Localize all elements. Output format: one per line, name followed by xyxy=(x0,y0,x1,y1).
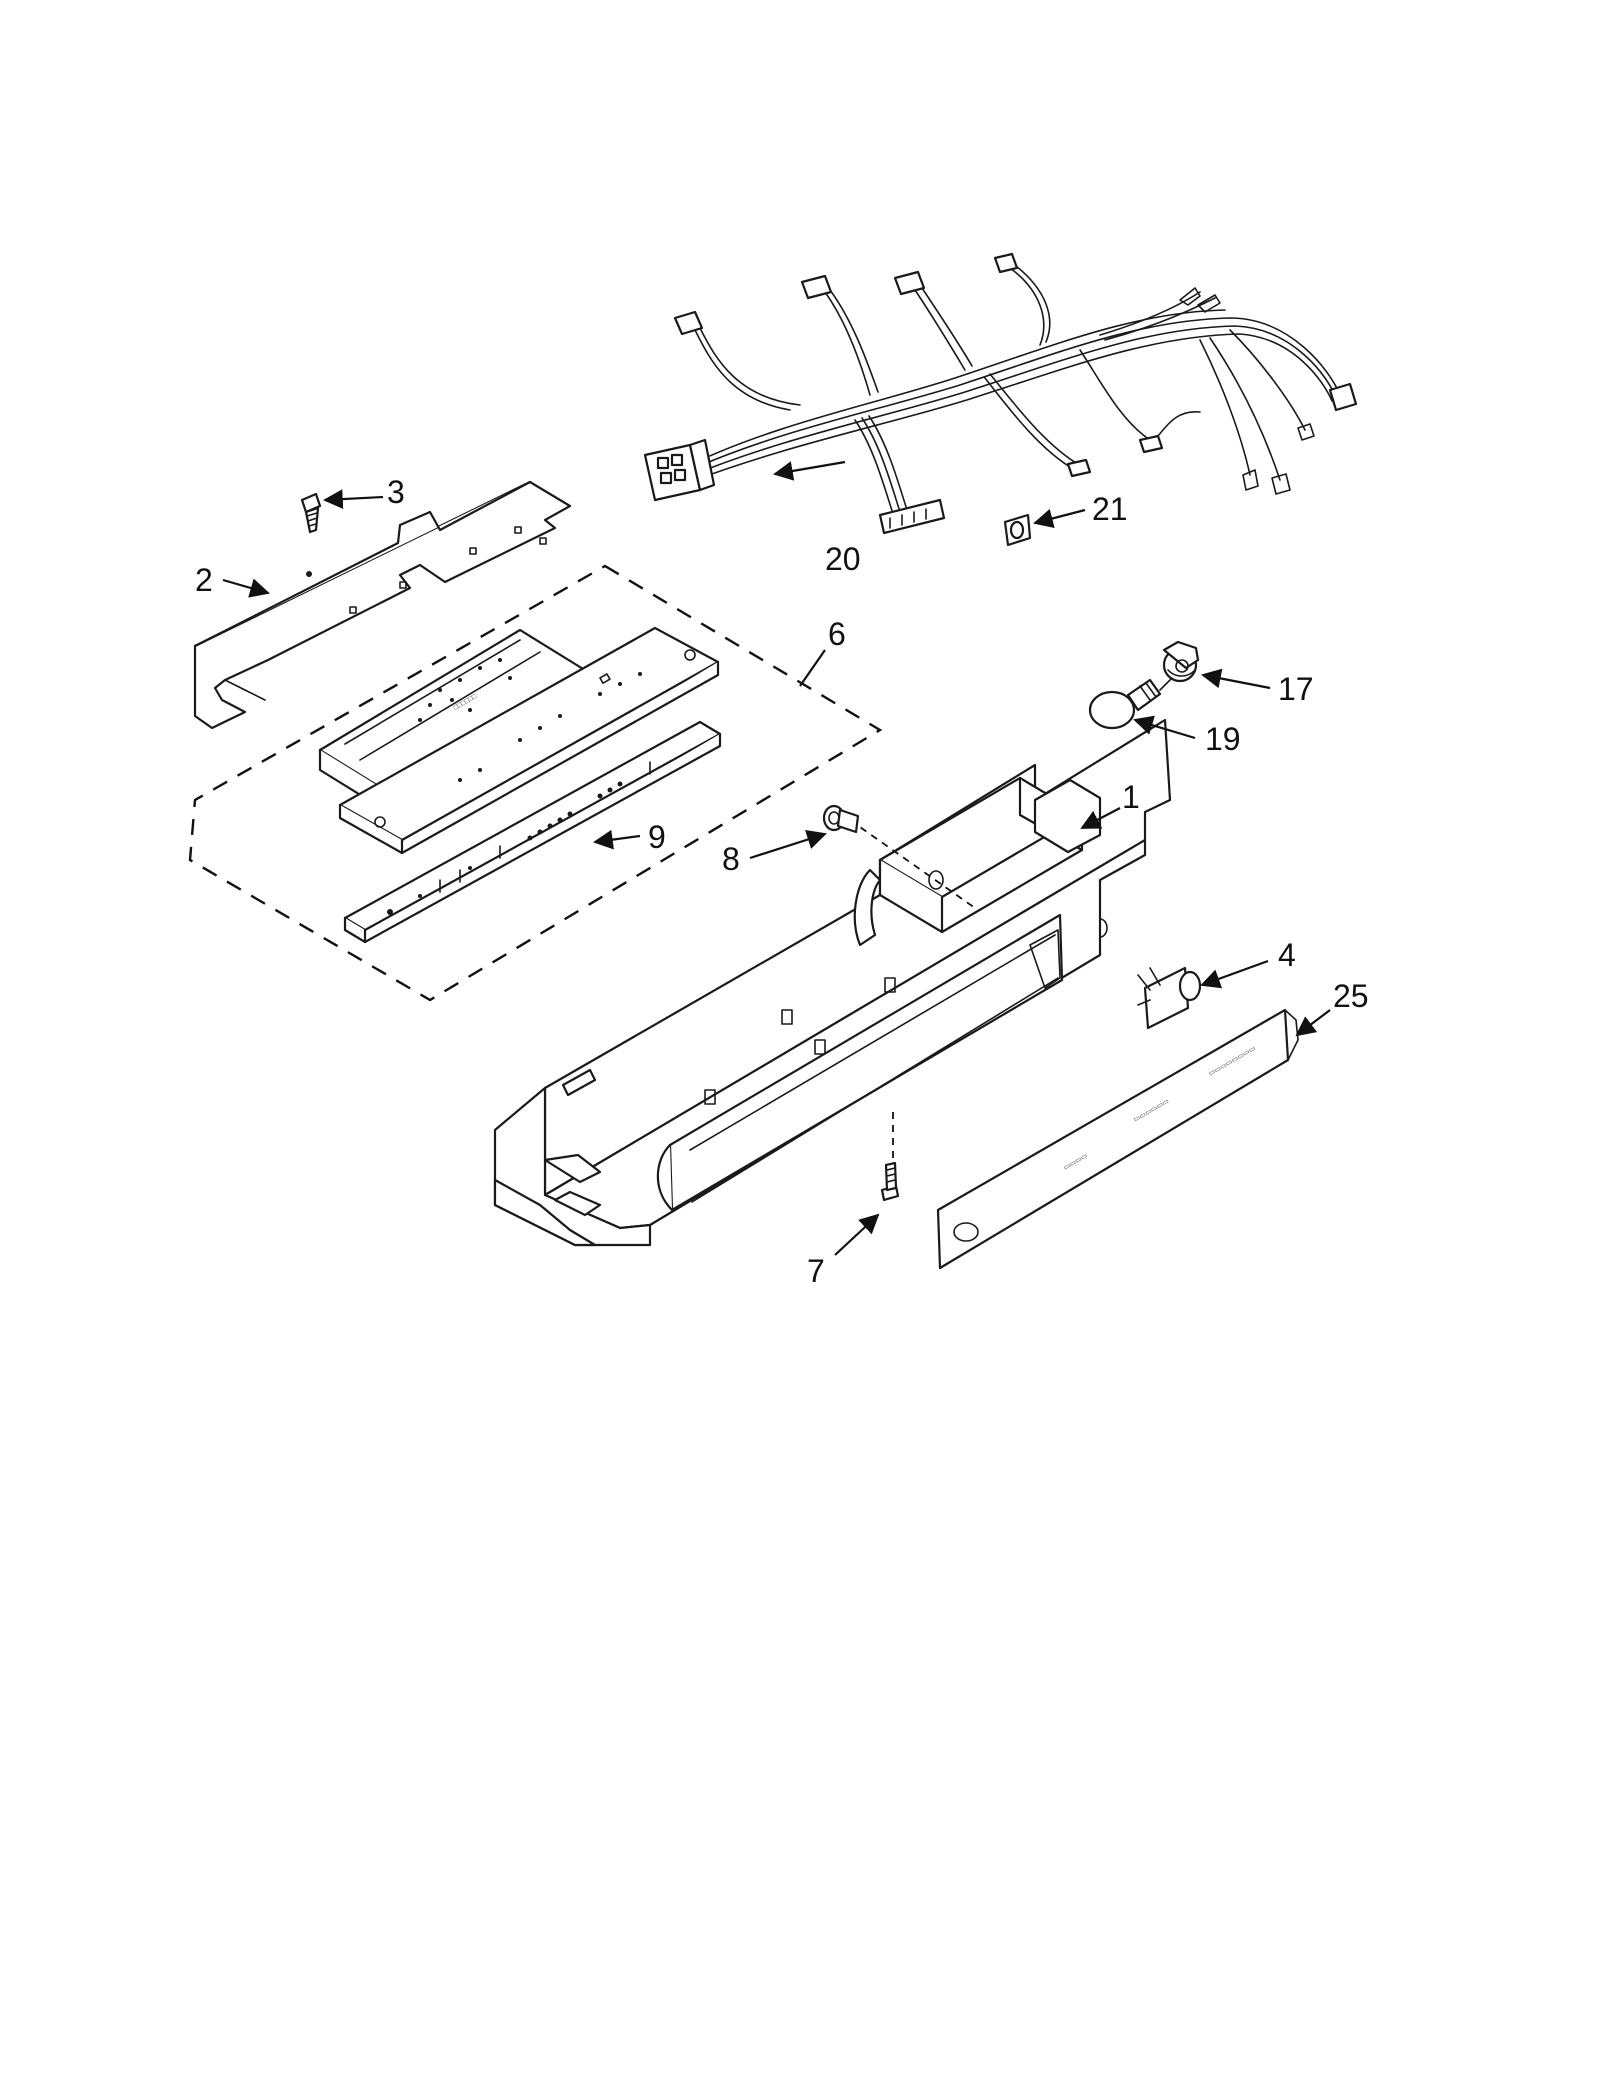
callout-20: 20 xyxy=(825,541,861,577)
leader-3 xyxy=(323,489,384,509)
harness-connector-a xyxy=(673,310,704,336)
callout-labels: 3 2 6 20 21 17 19 1 8 9 4 25 7 xyxy=(195,474,1369,1289)
part-3-screw xyxy=(300,492,322,534)
callout-6: 6 xyxy=(828,616,846,652)
part-9-led-board xyxy=(343,720,722,944)
callout-8: 8 xyxy=(722,841,740,877)
callout-7: 7 xyxy=(807,1253,825,1289)
harness-connector-b xyxy=(800,274,833,300)
wire-harness xyxy=(643,252,1358,535)
callout-9: 9 xyxy=(648,819,666,855)
callout-3: 3 xyxy=(387,474,405,510)
leader-4 xyxy=(1200,959,1269,989)
part-19-light-bulb xyxy=(1088,677,1173,730)
leader-9 xyxy=(593,829,641,850)
harness-main-connector xyxy=(643,438,716,502)
harness-connector-right xyxy=(1328,382,1358,412)
part-6-control-board-strip xyxy=(338,626,720,855)
leader-21 xyxy=(1033,508,1086,529)
harness-connector-c xyxy=(893,270,926,296)
callout-25: 25 xyxy=(1333,978,1369,1014)
callout-4: 4 xyxy=(1278,937,1296,973)
part-8-fastener xyxy=(822,804,860,834)
leader-19 xyxy=(1133,715,1196,740)
leader-lines xyxy=(222,460,1331,1256)
callout-17: 17 xyxy=(1278,671,1314,707)
leader-20 xyxy=(773,460,846,481)
part-25-overlay: ▭▭▭▭ ▭▭▭▭▭▭ ▭▭▭▭▭▭▭▭ xyxy=(936,1008,1299,1270)
part-2-shield xyxy=(193,480,572,730)
callout-1: 1 xyxy=(1122,779,1140,815)
leader-7 xyxy=(834,1213,880,1256)
part-17-lamp-socket xyxy=(1162,640,1200,683)
part-7-screw xyxy=(880,1112,900,1202)
leader-25 xyxy=(1295,1009,1331,1037)
part-21-clip xyxy=(1003,513,1032,547)
callout-19: 19 xyxy=(1205,721,1241,757)
leader-2 xyxy=(222,578,270,598)
part-6-assembly-outline xyxy=(188,564,883,1002)
callout-21: 21 xyxy=(1092,491,1128,527)
part-4-switch xyxy=(1137,966,1202,1030)
leader-17 xyxy=(1201,668,1271,690)
leader-8 xyxy=(749,830,827,860)
callout-2: 2 xyxy=(195,562,213,598)
leader-1 xyxy=(1080,807,1121,829)
harness-connector-bottom xyxy=(878,498,946,535)
harness-connector-d xyxy=(993,252,1019,274)
part-1-housing xyxy=(493,718,1172,1247)
leader-6 xyxy=(799,649,826,687)
